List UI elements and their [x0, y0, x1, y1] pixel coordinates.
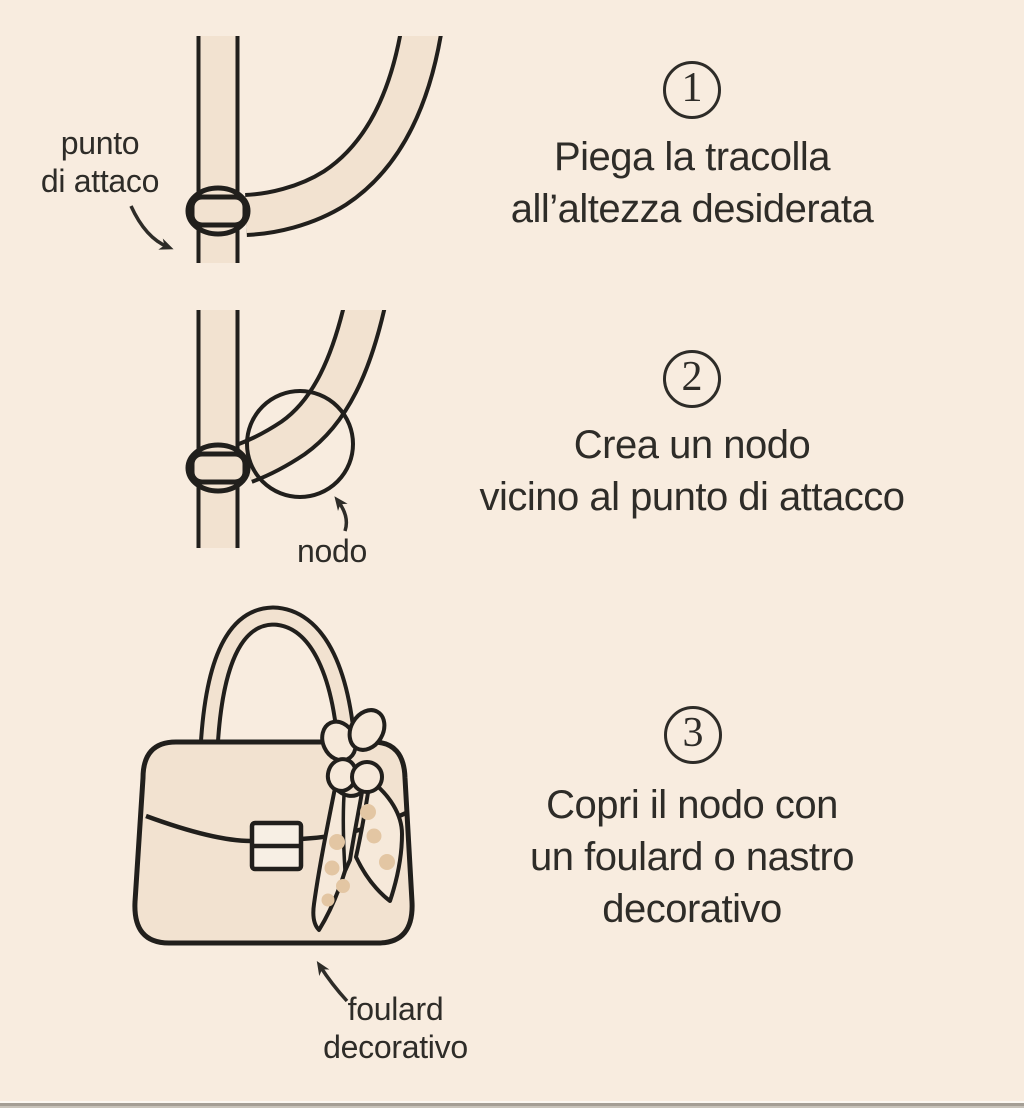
handbag-illustration — [132, 605, 415, 946]
bag-flap-line-left — [145, 813, 252, 844]
attachment-ring — [185, 442, 251, 494]
polka-dot — [321, 893, 335, 907]
polka-dot — [379, 854, 395, 870]
step-1-caption: Piega la tracolla all’altezza desiderata — [510, 135, 874, 231]
polka-dot — [360, 804, 376, 820]
attachment-ring — [185, 185, 251, 237]
polka-dot — [324, 860, 340, 876]
knot-label: nodo — [297, 533, 367, 569]
attachment-buckle — [189, 194, 248, 228]
knot-lobe — [347, 708, 387, 752]
step2-knot-illustration — [185, 310, 387, 548]
foulard-knot — [320, 708, 387, 794]
step-2-badge: 2 — [663, 350, 721, 408]
foulard-fold-line — [341, 794, 347, 872]
bag-handle-fill — [201, 609, 355, 791]
step-1-badge: 1 — [663, 61, 721, 119]
punto-arrow-icon — [129, 205, 174, 250]
knot-highlight-circle — [245, 389, 355, 499]
polka-dot — [336, 879, 350, 893]
nodo-arrow-icon — [334, 496, 349, 532]
page-bottom-edge — [0, 1101, 1024, 1108]
shoulder-strap-curved-fill — [244, 36, 439, 233]
foulard-arrow-icon — [316, 960, 349, 1003]
step-3-badge: 3 — [664, 706, 722, 764]
polka-dot — [329, 834, 345, 850]
knot-lobe — [350, 760, 384, 794]
attachment-buckle — [189, 451, 248, 485]
step-2-caption: Crea un nodo vicino al punto di attacco — [479, 423, 905, 519]
foulard-label: foulard decorativo — [323, 991, 468, 1065]
shoulder-strap-curved-fill — [238, 310, 383, 480]
attachment-point-label: punto di attaco — [40, 125, 160, 199]
step-3-caption: Copri il nodo con un foulard o nastro de… — [529, 783, 855, 931]
foulard-polka-dots — [321, 804, 395, 907]
polka-dot — [366, 828, 382, 844]
step1-strap-illustration — [185, 36, 443, 263]
